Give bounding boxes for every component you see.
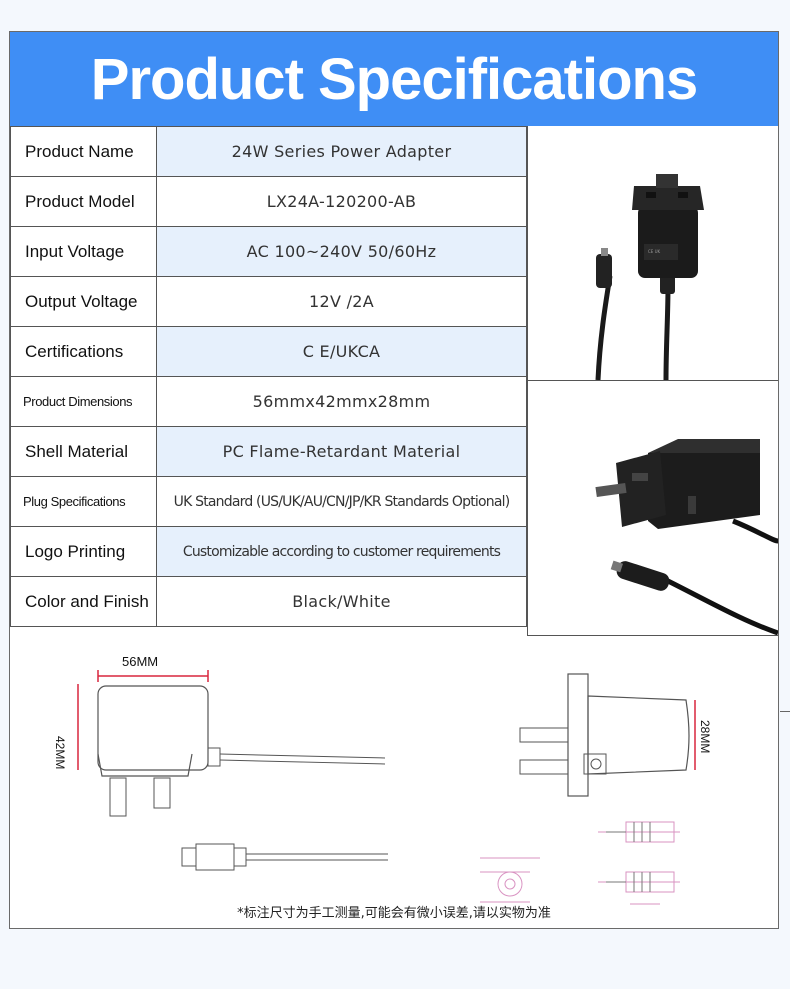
spec-row: Color and Finish Black/White	[10, 576, 527, 627]
adapter-angle-image	[595, 439, 778, 635]
spec-label: Input Voltage	[10, 226, 157, 277]
spec-value: Black/White	[156, 576, 527, 627]
title-banner: Product Specifications	[10, 32, 778, 127]
spec-row: Input Voltage AC 100~240V 50/60Hz	[10, 226, 527, 277]
spec-label: Certifications	[10, 326, 157, 377]
spec-label: Output Voltage	[10, 276, 157, 327]
dimension-drawing	[77, 670, 696, 905]
spec-label: Color and Finish	[10, 576, 157, 627]
spec-value: 56mmx42mmx28mm	[156, 376, 527, 427]
spec-value: 12V /2A	[156, 276, 527, 327]
spec-value: LX24A-120200-AB	[156, 176, 527, 227]
spec-label: Product Name	[10, 126, 157, 177]
spec-row: Product Name 24W Series Power Adapter	[10, 126, 527, 177]
spec-table: Product Name 24W Series Power Adapter Pr…	[10, 126, 527, 627]
depth-dimension-label: 28MM	[698, 720, 712, 754]
spec-sheet: Product Specifications Product Name 24W …	[9, 31, 779, 929]
spec-row: Output Voltage 12V /2A	[10, 276, 527, 327]
spec-value: 24W Series Power Adapter	[156, 126, 527, 177]
spec-row: Logo Printing Customizable according to …	[10, 526, 527, 577]
spec-value: AC 100~240V 50/60Hz	[156, 226, 527, 277]
spec-row: Certifications C E/UKCA	[10, 326, 527, 377]
spec-row: Shell Material PC Flame-Retardant Materi…	[10, 426, 527, 477]
spec-row: Plug Specifications UK Standard (US/UK/A…	[10, 476, 527, 527]
spec-label: Product Model	[10, 176, 157, 227]
spec-value: C E/UKCA	[156, 326, 527, 377]
spec-value: Customizable according to customer requi…	[156, 526, 527, 577]
page-title: Product Specifications	[90, 46, 698, 112]
spec-label: Product Dimensions	[10, 376, 157, 427]
dimension-drawing-panel: 56MM 42MM 28MM *标注尺寸为手工测量,可能会有微小误差,请以实物为…	[10, 636, 778, 928]
edge-mark	[780, 711, 790, 712]
measurement-note: *标注尺寸为手工测量,可能会有微小误差,请以实物为准	[237, 906, 551, 921]
spec-label: Logo Printing	[10, 526, 157, 577]
adapter-front-image: CE UK	[595, 174, 704, 380]
product-photo-angle	[527, 381, 778, 636]
spec-label: Shell Material	[10, 426, 157, 477]
width-dimension-label: 56MM	[122, 654, 159, 669]
spec-row: Product Dimensions 56mmx42mmx28mm	[10, 376, 527, 427]
spec-value: UK Standard (US/UK/AU/CN/JP/KR Standards…	[156, 476, 527, 527]
spec-value: PC Flame-Retardant Material	[156, 426, 527, 477]
spec-label: Plug Specifications	[10, 476, 157, 527]
height-dimension-label: 42MM	[53, 736, 67, 770]
product-photo-front: CE UK	[527, 126, 778, 381]
svg-text:CE UK: CE UK	[648, 249, 661, 254]
spec-row: Product Model LX24A-120200-AB	[10, 176, 527, 227]
